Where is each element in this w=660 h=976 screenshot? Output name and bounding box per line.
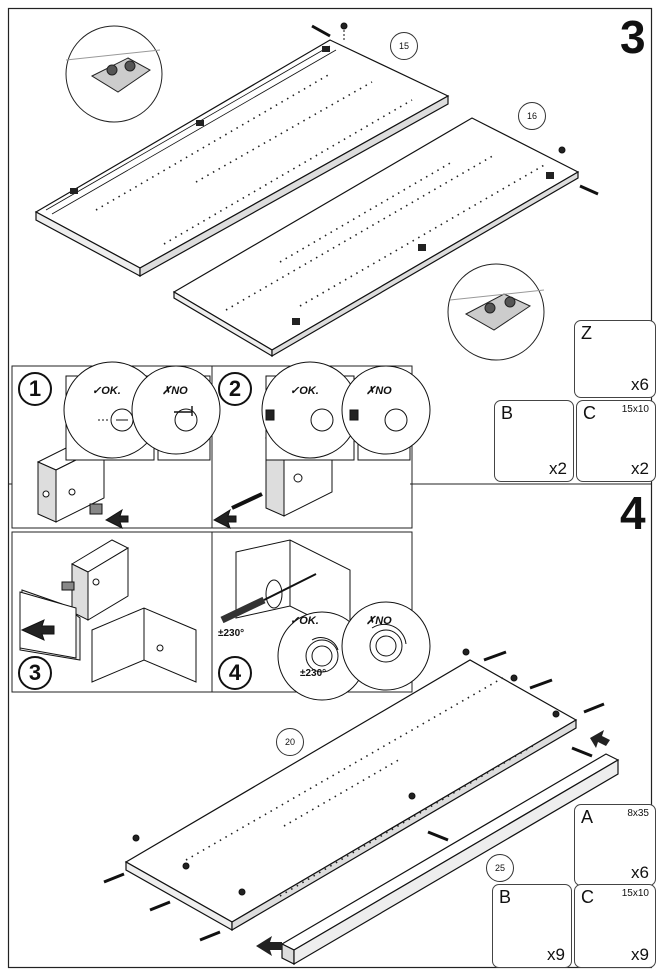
assembly-arrows xyxy=(256,730,610,956)
substep-number-3: 3 xyxy=(18,656,52,690)
angle-label-detail: ±230° xyxy=(300,668,327,679)
part-letter: B xyxy=(501,403,514,423)
part-box-z-step3: Z x6 xyxy=(574,320,656,398)
ok-label-4: ✓OK. xyxy=(290,615,319,627)
screws-15 xyxy=(311,22,348,40)
hole-rows-20 xyxy=(185,675,537,897)
fittings-20 xyxy=(103,648,605,942)
part-letter: C xyxy=(581,887,594,907)
callout-15: 15 xyxy=(390,32,418,60)
callout-20: 20 xyxy=(276,728,304,756)
part-size: 15x10 xyxy=(621,888,649,899)
panel-20 xyxy=(124,659,578,932)
part-qty: x2 xyxy=(631,459,649,478)
hole-rows-15 xyxy=(95,73,413,245)
substep-4-drawing xyxy=(220,539,431,701)
part-box-b-step4: B x9 xyxy=(492,884,572,968)
panel-16 xyxy=(172,117,580,358)
part-qty: x6 xyxy=(631,375,649,394)
part-box-c-step3: C 15x10 x2 xyxy=(576,400,656,482)
hinges-16 xyxy=(292,172,554,325)
part-letter: Z xyxy=(581,323,592,343)
detail-circle-hinge-right xyxy=(447,263,545,361)
part-box-c-step4: C 15x10 x9 xyxy=(574,884,656,968)
part-qty: x2 xyxy=(549,459,567,478)
part-letter: A xyxy=(581,807,594,827)
part-qty: x9 xyxy=(547,945,565,964)
substep-1-drawing xyxy=(36,361,221,529)
part-qty: x9 xyxy=(631,945,649,964)
substep-number-1: 1 xyxy=(18,372,52,406)
part-size: 8x35 xyxy=(627,808,649,819)
part-letter: C xyxy=(583,403,596,423)
angle-label-drill: ±230° xyxy=(218,628,245,639)
callout-16: 16 xyxy=(518,102,546,130)
substep-2-drawing xyxy=(212,361,431,529)
part-size: 15x10 xyxy=(621,404,649,415)
hole-rows-16 xyxy=(225,153,547,311)
part-box-b-step3: B x2 xyxy=(494,400,574,482)
substep-number-4: 4 xyxy=(218,656,252,690)
no-label-4: ✗NO xyxy=(366,615,392,627)
part-box-a-step4: A 8x35 x6 xyxy=(574,804,656,886)
substep-number-2: 2 xyxy=(218,372,252,406)
ok-label-1: ✓OK. xyxy=(92,385,121,397)
detail-circle-hinge-top xyxy=(65,25,163,123)
ok-label-2: ✓OK. xyxy=(290,385,319,397)
part-letter: B xyxy=(499,887,512,907)
part-qty: x6 xyxy=(631,863,649,882)
step-number-4: 4 xyxy=(620,487,646,539)
no-label-1: ✗NO xyxy=(162,385,188,397)
panel-15 xyxy=(34,39,450,278)
rail-25 xyxy=(280,753,620,966)
hinges-15 xyxy=(70,46,330,194)
substep-3-drawing xyxy=(19,539,197,683)
step-number-3: 3 xyxy=(620,11,646,63)
callout-25: 25 xyxy=(486,854,514,882)
no-label-2: ✗NO xyxy=(366,385,392,397)
